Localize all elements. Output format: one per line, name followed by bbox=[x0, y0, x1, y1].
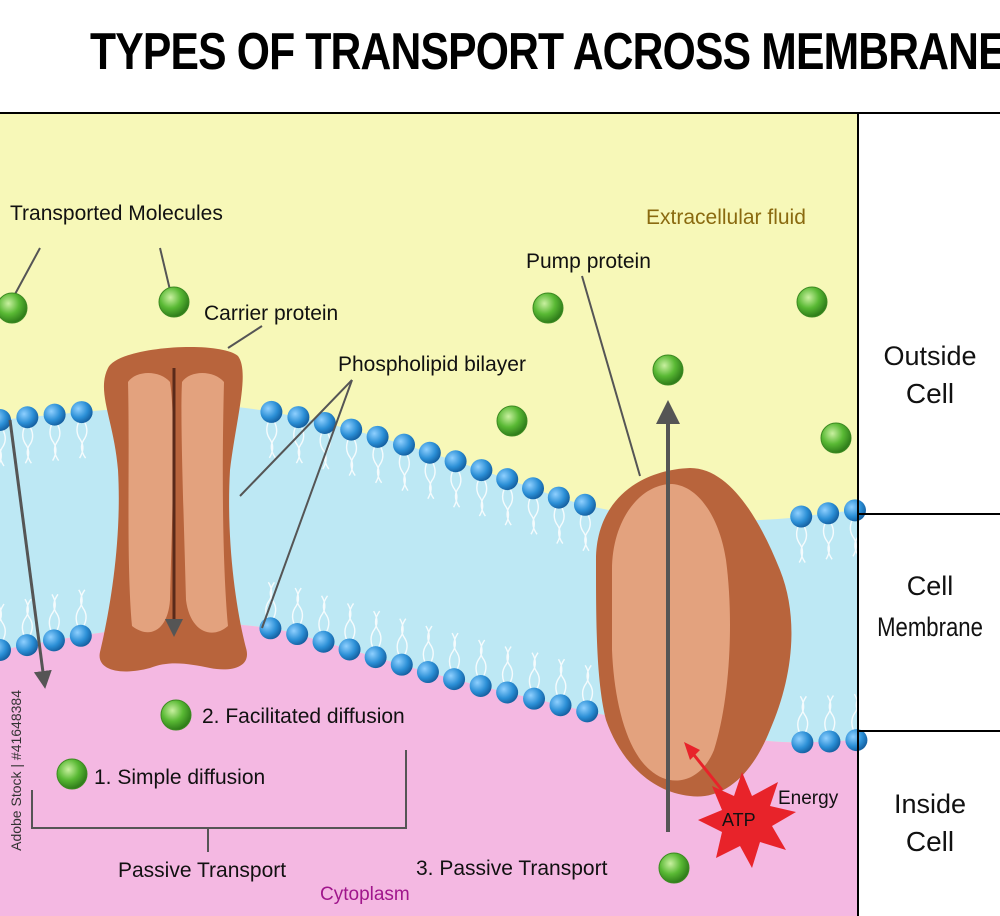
label-cytoplasm: Cytoplasm bbox=[320, 884, 410, 905]
side-inside-line1: Inside bbox=[893, 789, 967, 819]
molecule bbox=[532, 292, 564, 324]
energy-arrow bbox=[688, 749, 724, 791]
molecule bbox=[796, 286, 828, 318]
molecule bbox=[652, 354, 684, 386]
label-transported-molecules: Transported Molecules bbox=[10, 202, 223, 225]
side-inside-cell: Inside Cell bbox=[860, 786, 1000, 860]
molecule bbox=[56, 758, 88, 790]
label-phospholipid-bilayer: Phospholipid bilayer bbox=[338, 353, 526, 376]
label-passive-transport: Passive Transport bbox=[118, 859, 287, 882]
phospholipid-heads bbox=[0, 400, 868, 754]
label-passive-transport-3: 3. Passive Transport bbox=[416, 857, 608, 880]
cytoplasm-region bbox=[0, 623, 858, 916]
label-carrier-protein: Carrier protein bbox=[204, 302, 339, 325]
pump-protein bbox=[596, 468, 792, 797]
simple-diffusion-arrow bbox=[8, 419, 52, 689]
molecule bbox=[820, 422, 852, 454]
side-cell-membrane: Cell Membrane bbox=[860, 568, 1000, 649]
atp-burst bbox=[698, 772, 796, 868]
side-outside-line1: Outside bbox=[883, 341, 977, 371]
leader-lines bbox=[13, 247, 641, 852]
stock-id-watermark: Adobe Stock | #41648384 bbox=[8, 690, 24, 851]
energy-arrowhead bbox=[684, 742, 700, 760]
transported-molecules bbox=[0, 286, 852, 884]
label-atp: ATP bbox=[722, 810, 756, 830]
molecule bbox=[160, 699, 192, 731]
side-outside-line2: Cell bbox=[905, 378, 955, 409]
carrier-protein bbox=[99, 346, 248, 672]
side-membrane-line1: Cell bbox=[906, 571, 954, 601]
side-inside-line2: Cell bbox=[905, 826, 955, 857]
molecule bbox=[158, 286, 190, 318]
label-pump-protein: Pump protein bbox=[526, 250, 651, 273]
side-outside-cell: Outside Cell bbox=[860, 338, 1000, 412]
label-simple-diffusion: 1. Simple diffusion bbox=[94, 766, 266, 789]
molecule bbox=[496, 405, 528, 437]
label-energy: Energy bbox=[778, 788, 839, 809]
label-facilitated-diffusion: 2. Facilitated diffusion bbox=[202, 705, 405, 728]
label-extracellular-fluid: Extracellular fluid bbox=[646, 206, 806, 229]
lipid-tails bbox=[0, 421, 863, 733]
molecule bbox=[0, 292, 28, 324]
side-membrane-line2: Membrane bbox=[877, 612, 983, 642]
molecule bbox=[658, 852, 690, 884]
diagram-title: TYPES OF TRANSPORT ACROSS MEMBRANES bbox=[90, 23, 1000, 81]
